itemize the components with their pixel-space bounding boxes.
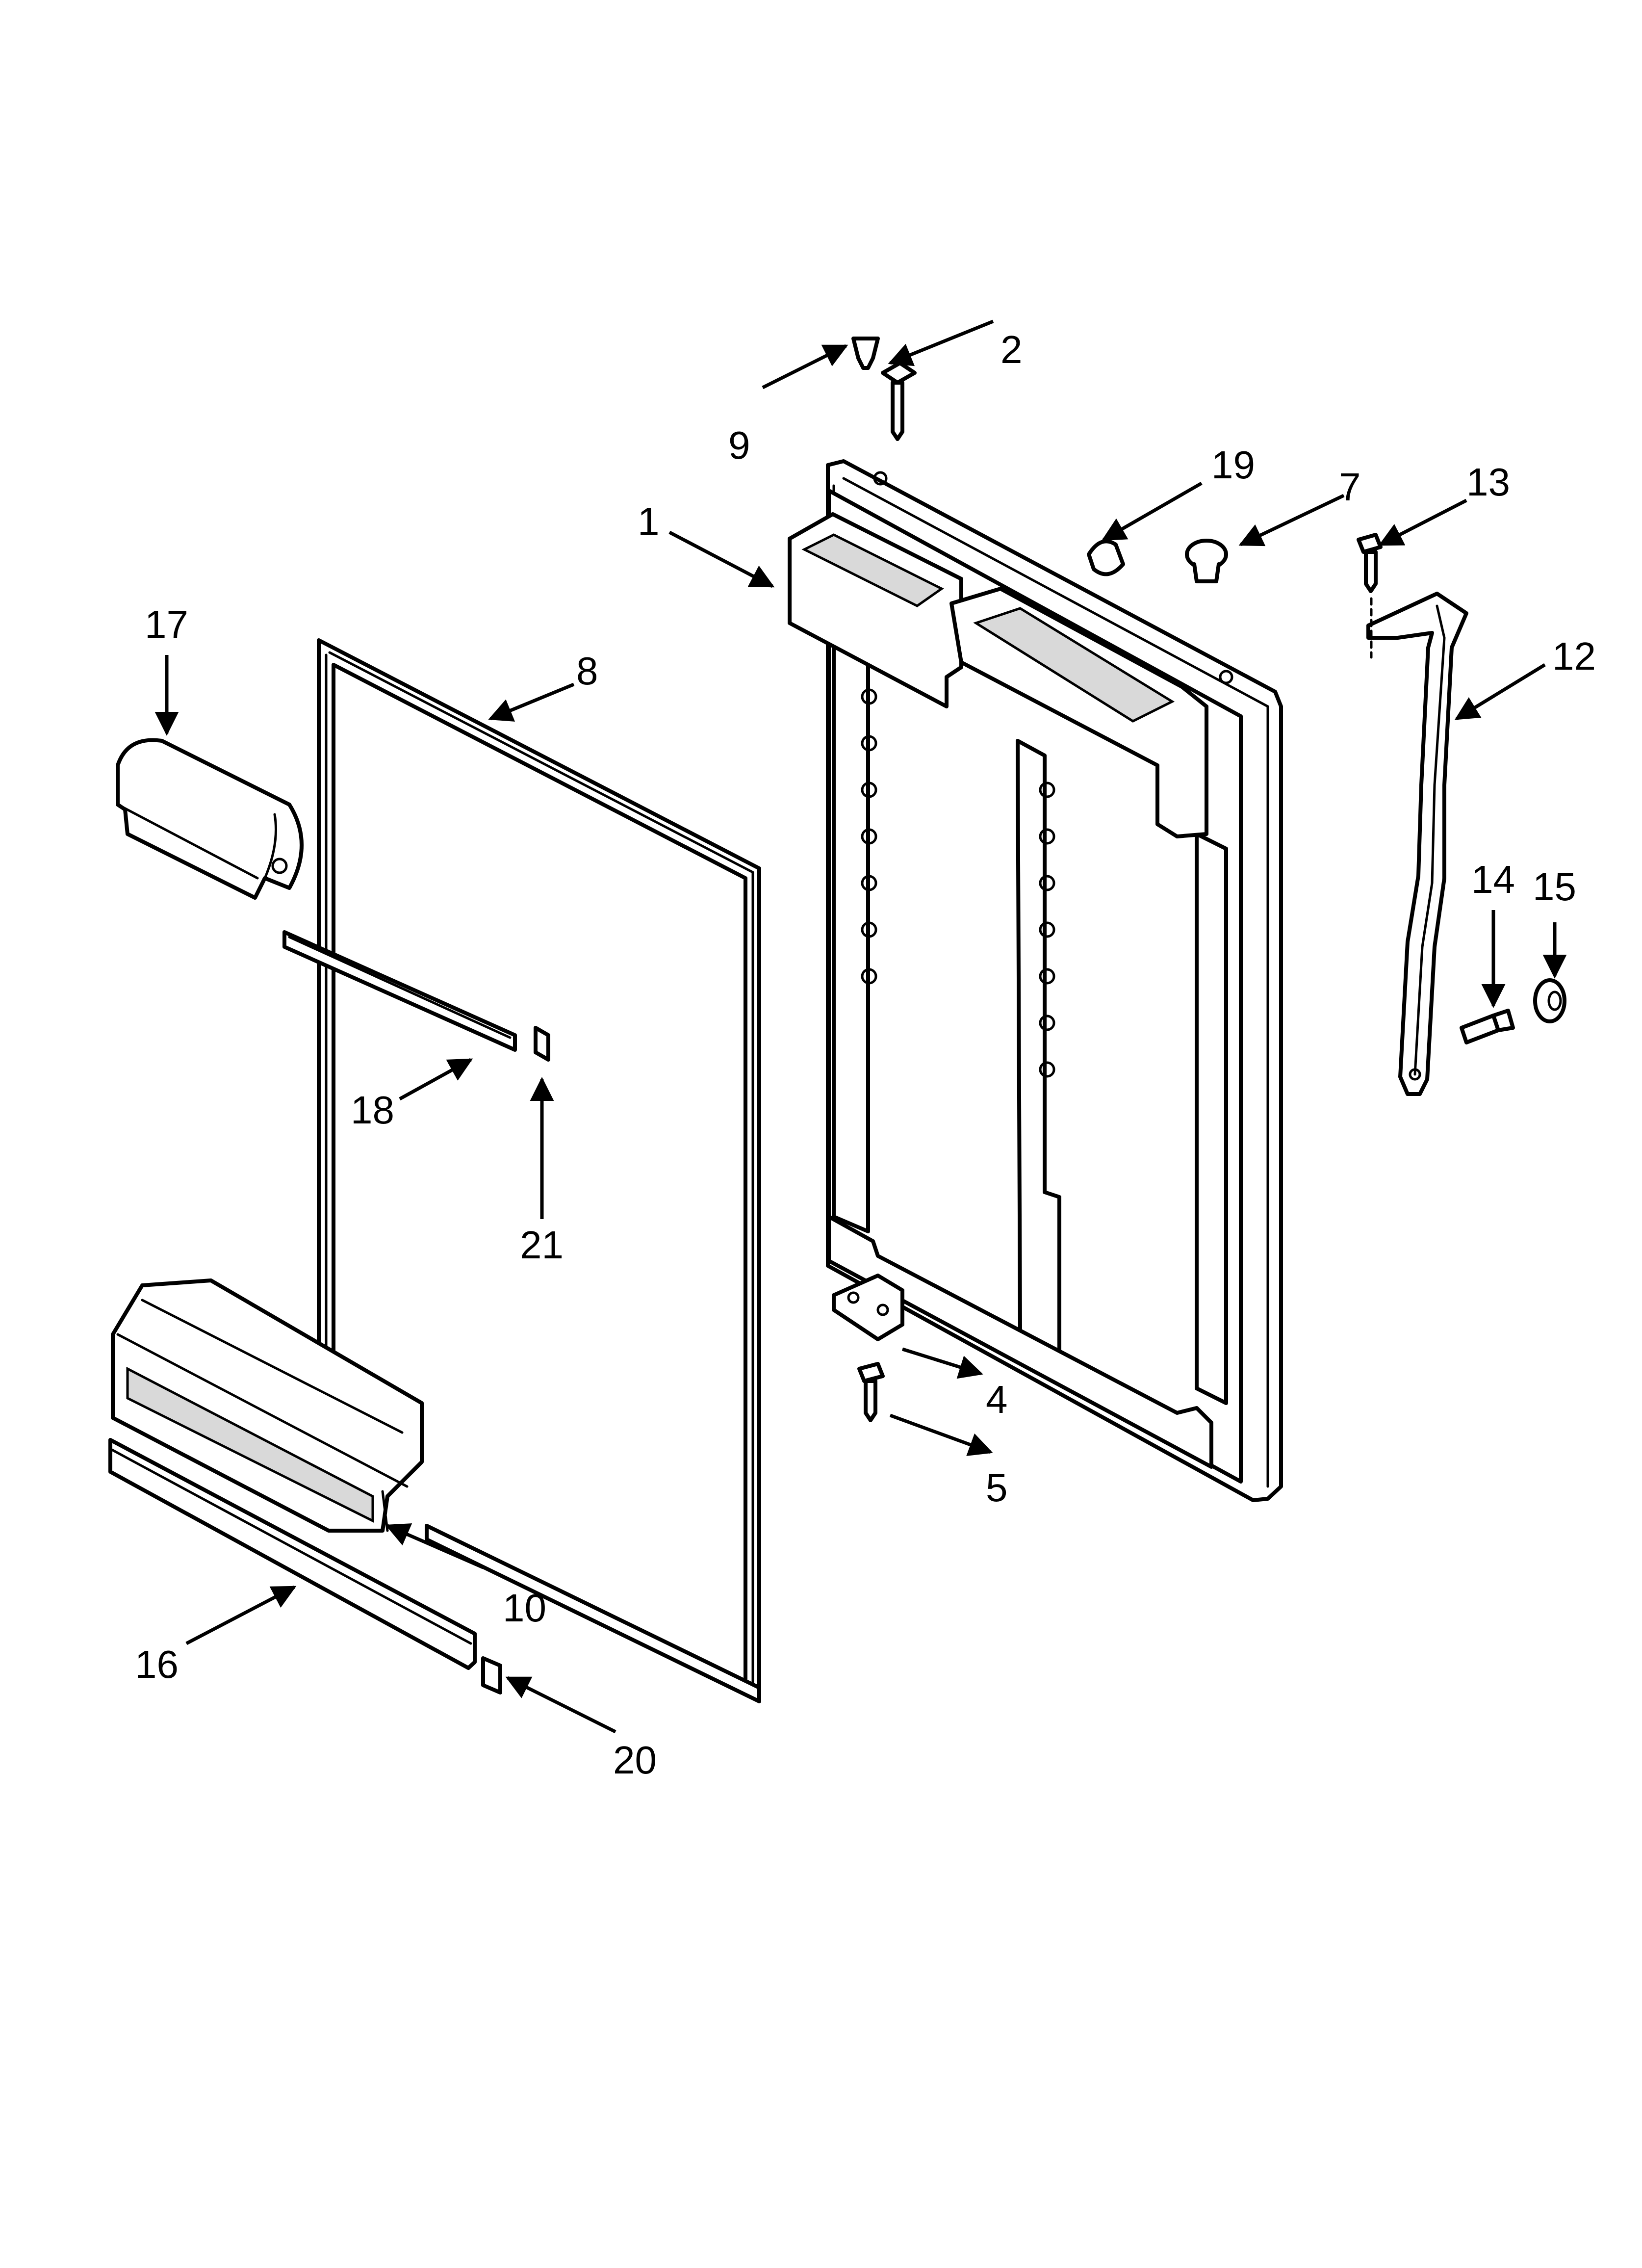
callout-10: 10: [503, 1586, 546, 1630]
handle-top-screw-part: [1357, 533, 1383, 659]
hinge-bottom-screw-part: [857, 1362, 885, 1422]
upper-shelf-rail-part: [282, 930, 517, 1052]
callout-4: 4: [986, 1378, 1008, 1421]
handle-bottom-screw-part: [1460, 1009, 1515, 1044]
bottom-hinge-part: [832, 1274, 904, 1341]
callout-9: 9: [728, 423, 750, 467]
callout-2: 2: [1001, 328, 1023, 371]
hole-cap-part: [1185, 539, 1228, 583]
callout-5: 5: [986, 1466, 1008, 1510]
callout-20: 20: [613, 1738, 657, 1782]
callout-labels: 1 2 4 5 7 8 9 10 12 13 14 15 16 17 18 19…: [135, 328, 1596, 1782]
handle-screw-cover-part: [1533, 978, 1566, 1023]
door-gasket-part: [317, 638, 761, 1703]
hinge-screw-part: [881, 361, 917, 441]
lower-door-bin-part: [111, 1278, 424, 1533]
top-plug-part: [851, 337, 880, 370]
callout-14: 14: [1471, 858, 1515, 901]
callout-17: 17: [145, 602, 188, 646]
door-handle-part: [1366, 592, 1468, 1096]
dairy-bin-part: [116, 738, 304, 900]
callout-19: 19: [1211, 443, 1255, 487]
callout-18: 18: [351, 1088, 394, 1132]
callout-12: 12: [1552, 634, 1596, 678]
callout-8: 8: [576, 649, 598, 693]
lower-shelf-rail-part: [108, 1438, 477, 1670]
callout-15: 15: [1533, 865, 1576, 909]
callout-13: 13: [1466, 460, 1510, 504]
callout-21: 21: [520, 1223, 564, 1267]
callout-16: 16: [135, 1642, 179, 1686]
lower-rail-end-cap-part: [481, 1656, 502, 1694]
retainer-clip-part: [1087, 539, 1125, 576]
callout-1: 1: [638, 499, 660, 543]
leader-lines: [154, 319, 1567, 1734]
upper-rail-end-cap-part: [534, 1026, 550, 1062]
callout-7: 7: [1339, 465, 1361, 509]
door-liner-part: [788, 459, 1283, 1502]
